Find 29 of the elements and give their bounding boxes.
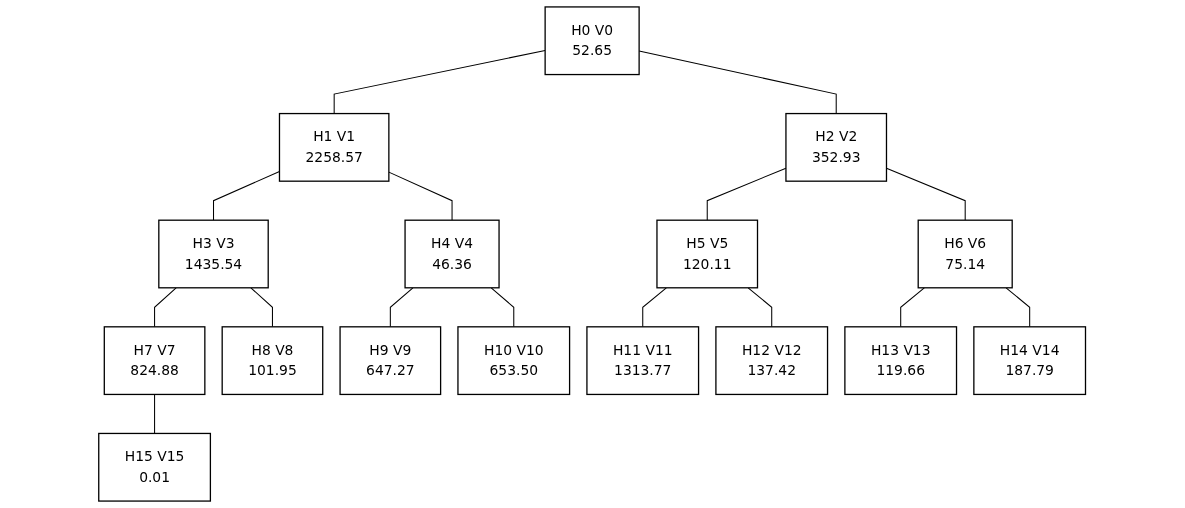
- connector: [491, 287, 515, 328]
- node-box: H10 V10 653.50: [457, 326, 571, 396]
- connector: [154, 393, 156, 434]
- node-box: H15 V15 0.01: [98, 432, 212, 502]
- node-box: H9 V9 647.27: [339, 326, 442, 396]
- node-box: H3 V3 1435.54: [158, 219, 270, 289]
- node-box: H1 V1 2258.57: [279, 112, 390, 182]
- connector: [154, 287, 178, 328]
- node-box: H13 V13 119.66: [844, 326, 958, 396]
- node-box: H12 V12 137.42: [715, 326, 829, 396]
- connector: [390, 287, 414, 328]
- node-box: H11 V11 1313.77: [586, 326, 700, 396]
- node-box: H6 V6 75.14: [917, 219, 1014, 289]
- connector: [334, 49, 546, 115]
- node-box: H0 V0 52.65: [544, 6, 641, 76]
- connector: [250, 287, 274, 328]
- connector: [900, 287, 926, 328]
- connector: [748, 287, 773, 328]
- connector: [886, 167, 967, 221]
- connector: [639, 50, 838, 115]
- node-box: H4 V4 46.36: [404, 219, 501, 289]
- node-box: H5 V5 120.11: [656, 219, 759, 289]
- connector: [1005, 287, 1031, 328]
- node-box: H2 V2 352.93: [785, 112, 888, 182]
- node-box: H8 V8 101.95: [221, 326, 324, 396]
- connector: [642, 287, 668, 328]
- node-box: H7 V7 824.88: [104, 326, 206, 396]
- node-box: H14 V14 187.79: [973, 326, 1087, 396]
- connector: [707, 167, 787, 221]
